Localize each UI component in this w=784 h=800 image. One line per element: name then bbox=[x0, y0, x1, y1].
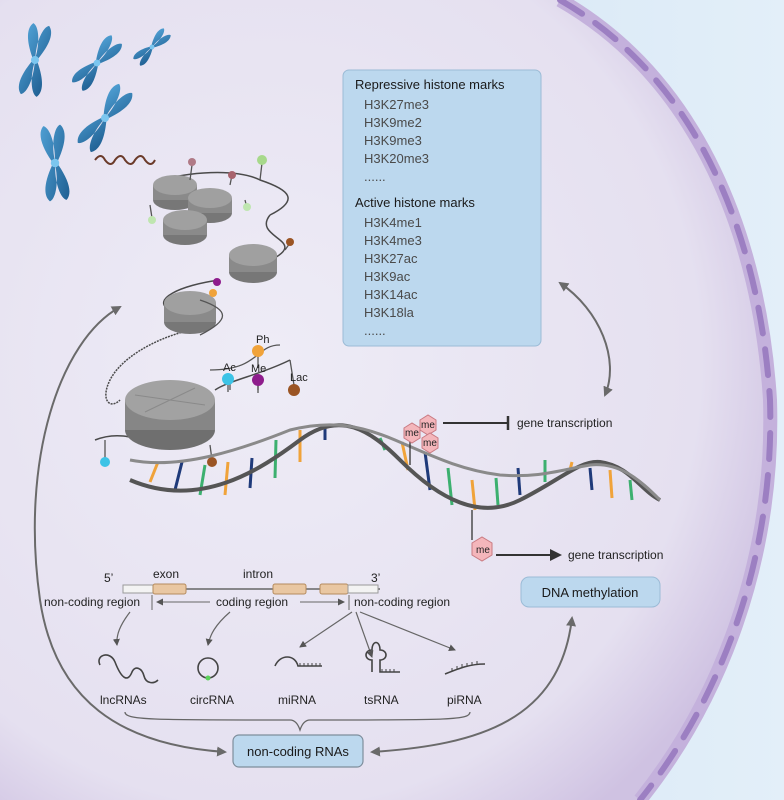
right-non-coding-label: non-coding region bbox=[354, 595, 450, 609]
dna-double-helix bbox=[129, 423, 662, 511]
nucleosome bbox=[163, 210, 207, 245]
chromosome-icon bbox=[18, 23, 52, 97]
gene-transcription-active-label: gene transcription bbox=[568, 548, 663, 562]
nuclear-pores bbox=[557, 0, 774, 800]
lac-label: Lac bbox=[290, 372, 308, 384]
ncrna-title: non-coding RNAs bbox=[247, 744, 349, 759]
histone-methylation-arrow bbox=[558, 281, 613, 397]
methyl-cluster-repressive: me me me bbox=[403, 414, 439, 465]
ncrna-pill: non-coding RNAs bbox=[232, 734, 364, 768]
gene-transcription-repressed-label: gene transcription bbox=[517, 416, 612, 430]
repressive-mark: H3K9me3 bbox=[364, 133, 422, 148]
repressive-mark-ellipsis: ...... bbox=[364, 169, 386, 184]
repressive-mark: H3K9me2 bbox=[364, 115, 422, 130]
chromosome-icon bbox=[133, 28, 171, 66]
repressive-marks-title: Repressive histone marks bbox=[355, 77, 505, 92]
nucleosome bbox=[229, 244, 277, 283]
methyl-tag: me bbox=[421, 420, 435, 431]
dna-methylation-title: DNA methylation bbox=[542, 585, 639, 600]
active-mark: H3K14ac bbox=[364, 287, 418, 302]
three-prime-label: 3’ bbox=[371, 571, 380, 585]
active-mark: H3K27ac bbox=[364, 251, 418, 266]
mark-phosphorylation: Ph bbox=[252, 334, 269, 368]
methyl-tag: me bbox=[423, 438, 437, 449]
active-mark: H3K9ac bbox=[364, 269, 411, 284]
histone-marks-box: Repressive histone marks H3K27me3 H3K9me… bbox=[342, 69, 542, 347]
rna-type-circrna: circRNA bbox=[190, 693, 234, 707]
nucleosome-large bbox=[125, 380, 215, 450]
transcription-repressed: gene transcription bbox=[443, 416, 612, 430]
me-label: Me bbox=[251, 363, 266, 375]
interaction-arrows bbox=[33, 281, 613, 757]
repressive-mark: H3K27me3 bbox=[364, 97, 429, 112]
active-mark: H3K18la bbox=[364, 305, 415, 320]
rna-type-lncrna: lncRNAs bbox=[100, 693, 147, 707]
coding-region-label: coding region bbox=[216, 595, 288, 609]
five-prime-label: 5’ bbox=[104, 571, 113, 585]
ph-label: Ph bbox=[256, 334, 269, 346]
active-marks-title: Active histone marks bbox=[355, 195, 475, 210]
exon-block bbox=[272, 583, 307, 595]
chromosome-icons bbox=[18, 23, 171, 202]
rna-type-mirna: miRNA bbox=[278, 693, 316, 707]
nucleosome bbox=[153, 175, 197, 210]
methyl-single-active: me gene transcription bbox=[471, 510, 663, 562]
ncrna-methylation-arrow bbox=[370, 616, 577, 757]
exon-label: exon bbox=[153, 567, 179, 581]
intron-label: intron bbox=[243, 567, 273, 581]
chromosome-icon bbox=[77, 83, 133, 153]
rna-type-pirna: piRNA bbox=[447, 693, 482, 707]
methyl-tag: me bbox=[476, 545, 490, 556]
exon-block bbox=[319, 583, 349, 595]
dna-methylation-pill: DNA methylation bbox=[520, 576, 661, 608]
mirna-icon bbox=[274, 656, 322, 667]
active-mark: H3K4me3 bbox=[364, 233, 422, 248]
repressive-mark: H3K20me3 bbox=[364, 151, 429, 166]
active-mark: H3K4me1 bbox=[364, 215, 422, 230]
exon-block bbox=[152, 583, 187, 595]
mark-lactylation: Lac bbox=[288, 372, 308, 396]
methyl-tag: me bbox=[405, 428, 419, 439]
ac-label: Ac bbox=[223, 362, 236, 374]
chromosome-icon bbox=[72, 35, 122, 91]
rna-type-tsrna: tsRNA bbox=[364, 693, 399, 707]
nucleosome bbox=[164, 291, 216, 334]
left-non-coding-label: non-coding region bbox=[44, 595, 140, 609]
mark-methylation: Me bbox=[251, 363, 266, 393]
chromatin-ncrna-arrow bbox=[33, 306, 227, 757]
chromosome-icon bbox=[40, 124, 70, 202]
active-mark-ellipsis: ...... bbox=[364, 323, 386, 338]
